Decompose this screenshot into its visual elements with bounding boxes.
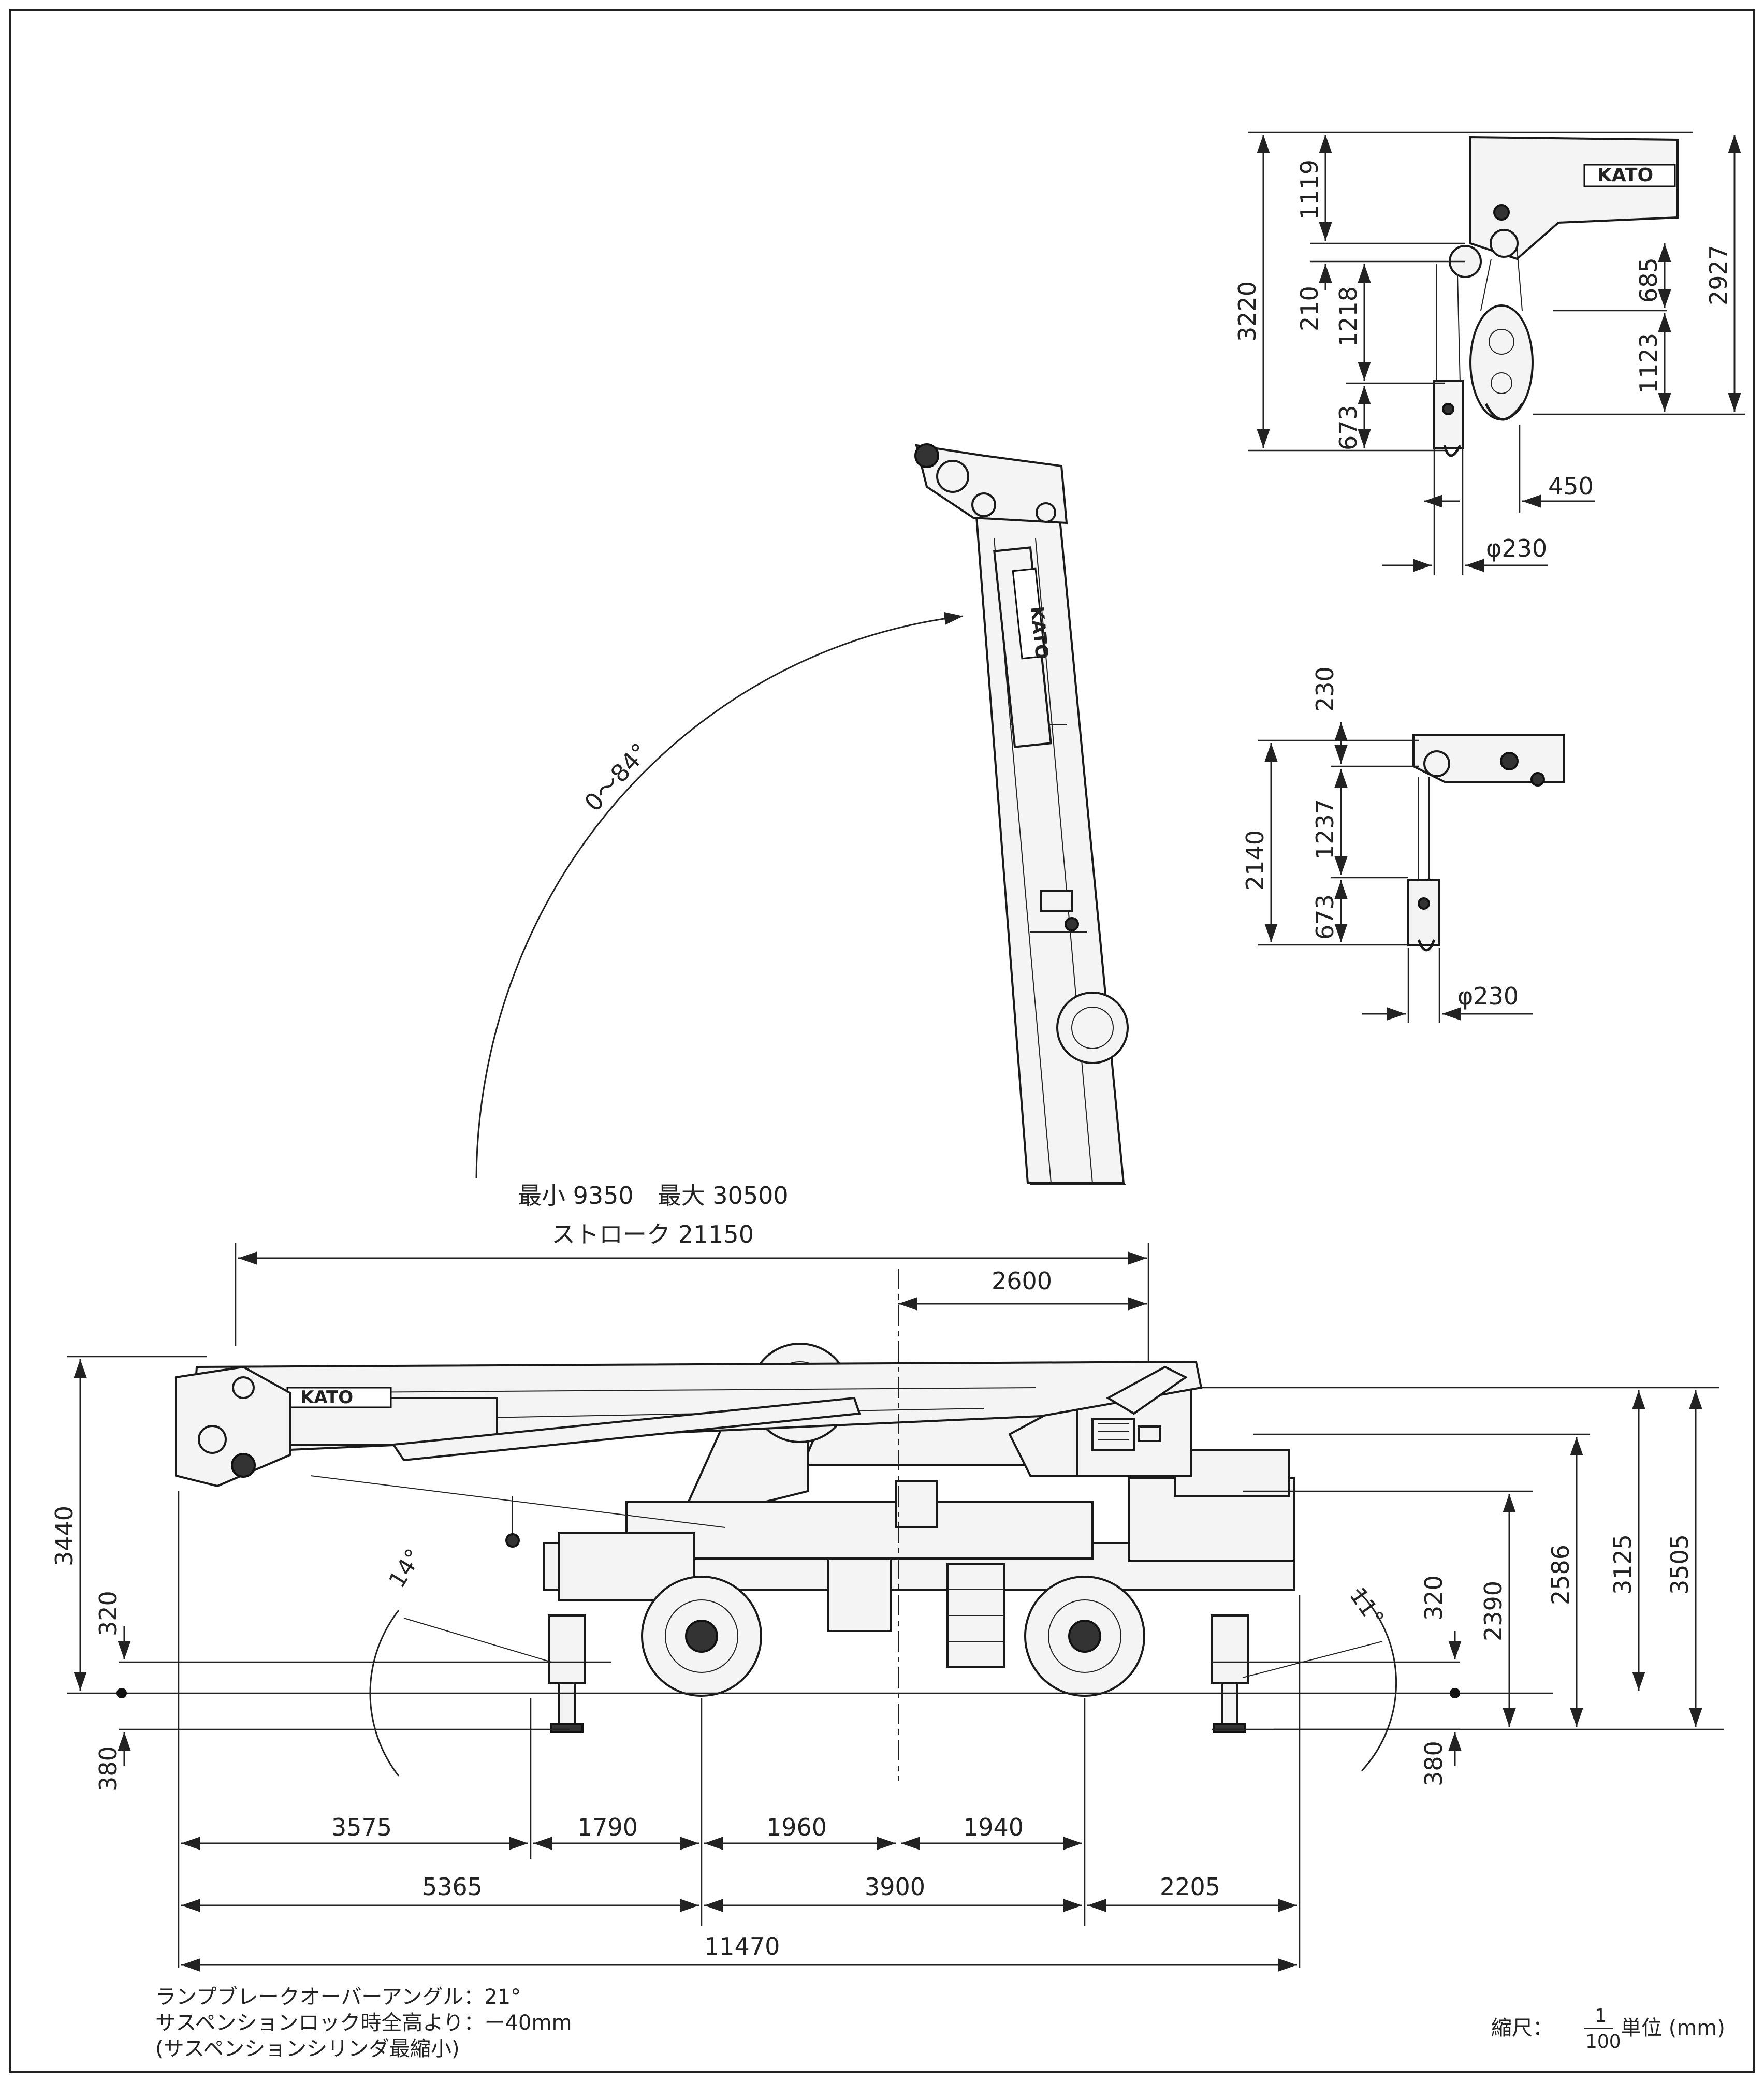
- bottom-horizontal-dims: 3575 1790 1960 1940 5365 3900 2205 11470: [181, 1813, 1297, 1972]
- dim-320-right-text: 320: [1420, 1575, 1448, 1621]
- dim-1218-text: 1218: [1334, 286, 1362, 347]
- dim-1237-text: 1237: [1311, 799, 1339, 860]
- dim-210-text: 210: [1295, 286, 1323, 331]
- scale-numerator: 1: [1595, 2005, 1607, 2027]
- hook-detail-top: KATO 3220 1119 210 1218 6: [1233, 131, 1745, 575]
- dim-320-left-text: 320: [94, 1591, 122, 1636]
- left-vertical-dims: 3440 320 380: [50, 1359, 131, 1792]
- dim-11470-text: 11470: [704, 1932, 780, 1960]
- rear-wheel: [1024, 1576, 1145, 1697]
- scale-block: 縮尺： 1 100 単位 (mm): [1491, 2005, 1725, 2052]
- dim-2390-text: 2390: [1479, 1581, 1507, 1641]
- phi230-top-text: φ230: [1486, 534, 1547, 562]
- dim-1940-text: 1940: [963, 1813, 1024, 1841]
- brand-text-side: KATO: [300, 1387, 353, 1408]
- dim-230-text: 230: [1311, 666, 1339, 712]
- dim-2140-text: 2140: [1241, 830, 1269, 891]
- note-line-3: (サスペンションシリンダ最縮小): [155, 2037, 460, 2061]
- scale-denominator: 100: [1585, 2031, 1621, 2052]
- dim-3505-text: 3505: [1666, 1534, 1694, 1595]
- dim-1119-text: 1119: [1295, 159, 1323, 220]
- boom-length-label: 最小 9350 最大 30500: [518, 1182, 789, 1210]
- notes: ランプブレークオーバーアングル：21° サスペンションロック時全高より：ー40m…: [155, 1985, 572, 2061]
- dim-673-top-text: 673: [1334, 405, 1362, 450]
- brand-text-hook-top: KATO: [1597, 165, 1653, 186]
- crane-side-view: KATO: [175, 1343, 1295, 1733]
- dim-450-text: 450: [1548, 472, 1594, 500]
- boom-stroke-label: ストローク 21150: [551, 1220, 754, 1248]
- scale-label: 縮尺：: [1491, 2016, 1553, 2040]
- right-vertical-dims: 320 380 2390 2586 3125 3505: [1420, 1390, 1702, 1786]
- boom-angle-arc: 0～84°: [475, 612, 964, 1178]
- hook-detail-bottom: 230 2140 1237 673 φ230: [1241, 666, 1565, 1023]
- phi230-bottom-text: φ230: [1457, 982, 1519, 1010]
- dim-685-text: 685: [1635, 257, 1663, 303]
- dim-3900-text: 3900: [865, 1873, 925, 1901]
- note-line-2: サスペンションロック時全高より：ー40mm: [155, 2011, 572, 2035]
- brand-logo-boom: KATO: [1012, 567, 1052, 660]
- dim-3575-text: 3575: [331, 1813, 392, 1841]
- dim-1960-text: 1960: [766, 1813, 827, 1841]
- scale-unit: 単位 (mm): [1621, 2016, 1725, 2040]
- dim-2600: 2600: [898, 1267, 1147, 1311]
- dim-1790-text: 1790: [577, 1813, 638, 1841]
- dim-380-left-text: 380: [94, 1746, 122, 1792]
- dim-2927-text: 2927: [1704, 245, 1732, 305]
- dim-2205-text: 2205: [1160, 1873, 1220, 1901]
- dim-3125-text: 3125: [1609, 1534, 1637, 1595]
- stroke-dimension: [235, 1243, 1149, 1362]
- side-reference-lines: [67, 1269, 1724, 1968]
- dim-2586-text: 2586: [1547, 1545, 1575, 1605]
- note-line-1: ランプブレークオーバーアングル：21°: [155, 1985, 521, 2009]
- dim-3440-text: 3440: [50, 1506, 78, 1566]
- dim-5365-text: 5365: [422, 1873, 483, 1901]
- elevated-boom: KATO: [914, 443, 1129, 1185]
- dim-380-right-text: 380: [1420, 1741, 1448, 1786]
- angle-14-label: 14°: [384, 1545, 428, 1593]
- brand-logo-side: KATO: [286, 1387, 392, 1408]
- dim-673-bottom-text: 673: [1311, 894, 1339, 940]
- dim-1123-text: 1123: [1635, 333, 1663, 394]
- front-wheel: [641, 1576, 762, 1697]
- sheet-frame: [9, 9, 1755, 2073]
- dim-2600-text: 2600: [992, 1267, 1052, 1295]
- boom-angle-label: 0～84°: [579, 738, 654, 817]
- dim-3220-text: 3220: [1233, 281, 1261, 342]
